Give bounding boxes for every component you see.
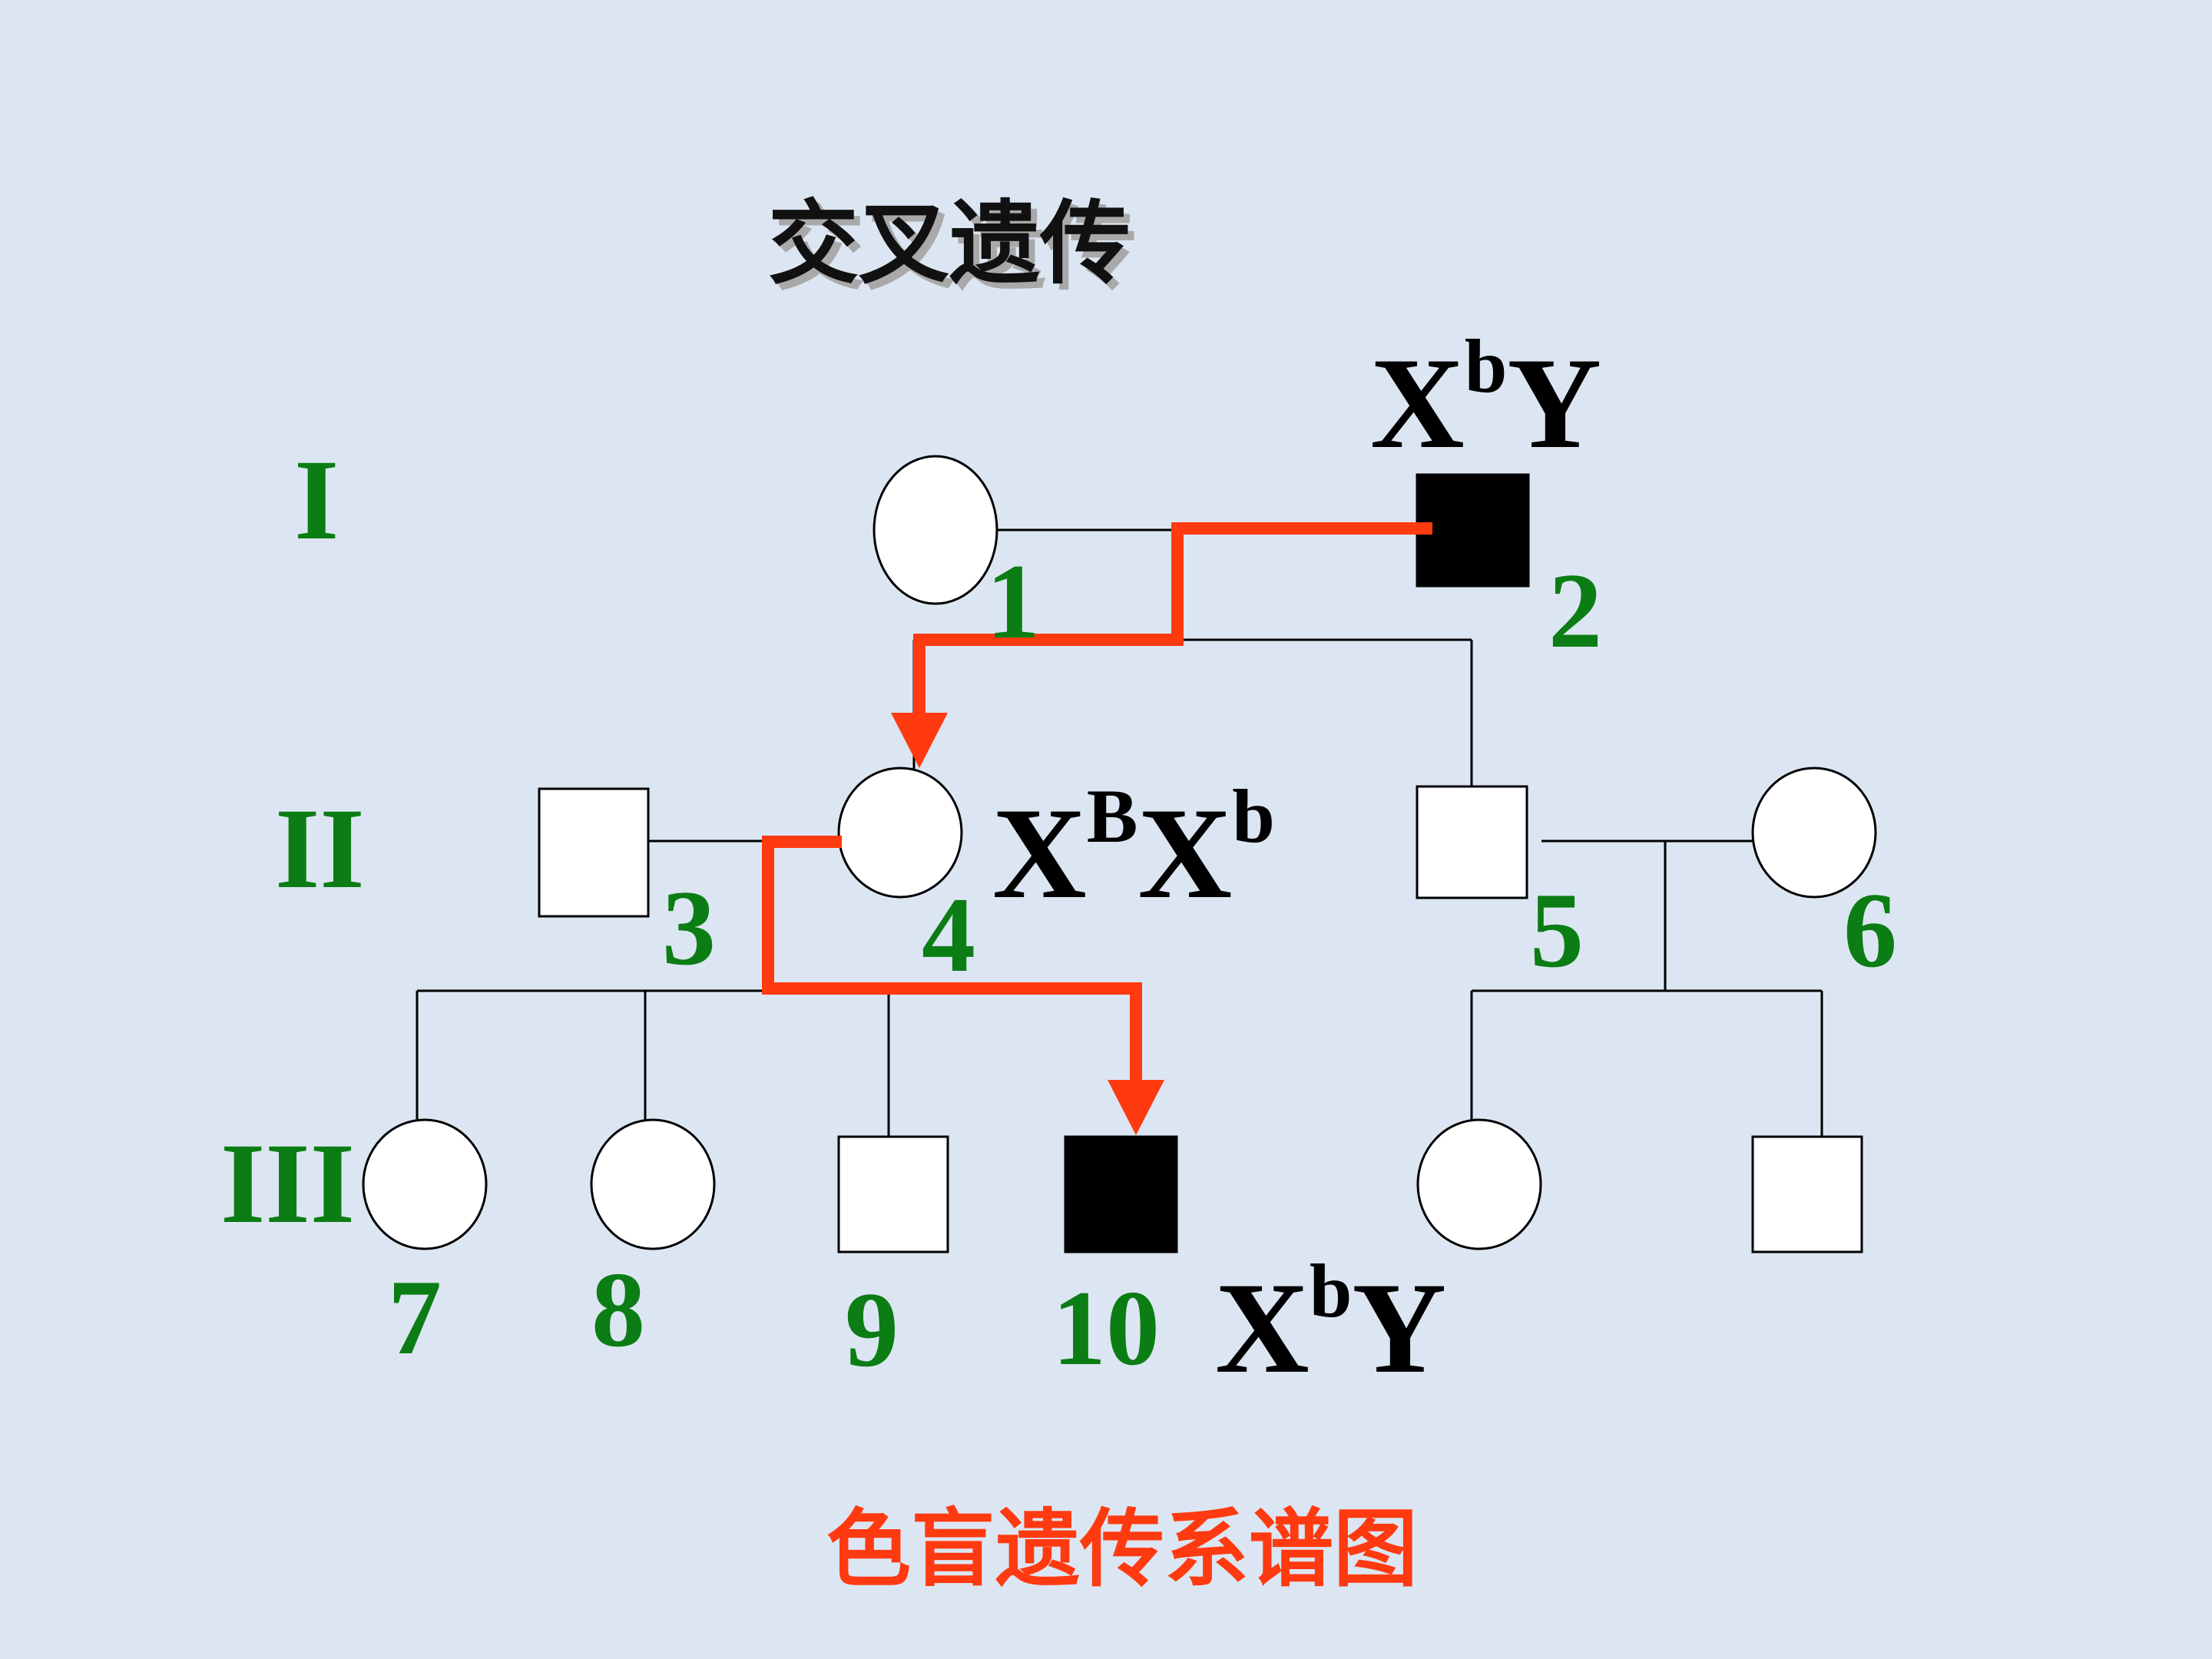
genotype-10-base1: X bbox=[1215, 1256, 1310, 1400]
individual-6-female bbox=[1751, 767, 1877, 899]
arrow-head-to-10 bbox=[1108, 1080, 1164, 1135]
genotype-2-base1: X bbox=[1370, 331, 1465, 475]
genotype-10-base2: Y bbox=[1352, 1256, 1447, 1400]
individual-iii-female-right bbox=[1416, 1118, 1542, 1250]
individual-number-2: 2 bbox=[1548, 551, 1602, 671]
individual-number-8: 8 bbox=[591, 1250, 645, 1369]
genotype-individual-4: XBXb bbox=[992, 778, 1275, 919]
genotype-individual-10: XbY bbox=[1215, 1253, 1446, 1394]
individual-2-male bbox=[1416, 473, 1530, 588]
genotype-4-sup2: b bbox=[1232, 773, 1275, 859]
individual-5-male bbox=[1416, 785, 1528, 899]
individual-number-7: 7 bbox=[388, 1258, 442, 1377]
generation-label-iii: III bbox=[220, 1120, 356, 1247]
genotype-4-base2: X bbox=[1137, 781, 1233, 926]
path-4-to-10 bbox=[762, 836, 1142, 1081]
generation-label-i: I bbox=[294, 436, 339, 564]
genotype-2-base2: Y bbox=[1507, 331, 1602, 475]
arrow-head-to-4 bbox=[891, 713, 948, 768]
individual-10-male bbox=[1064, 1135, 1178, 1253]
individual-7-female bbox=[362, 1118, 488, 1250]
genotype-individual-2: XbY bbox=[1370, 328, 1601, 469]
individual-number-10: 10 bbox=[1052, 1269, 1160, 1388]
individual-3-male bbox=[538, 787, 650, 918]
genotype-2-sup1: b bbox=[1464, 323, 1508, 409]
pedigree-individuals bbox=[362, 455, 1877, 1253]
path-2-to-4 bbox=[913, 522, 1432, 714]
individual-4-female bbox=[837, 767, 963, 899]
individual-number-1: 1 bbox=[986, 542, 1040, 661]
individual-iii-male-right bbox=[1751, 1135, 1863, 1253]
individual-8-female bbox=[590, 1118, 716, 1250]
genotype-4-base1: X bbox=[992, 781, 1087, 926]
diagram-caption: 色盲遗传系谱图 bbox=[826, 1500, 1418, 1598]
genotype-4-sup1: B bbox=[1086, 773, 1138, 859]
individual-1-female bbox=[873, 455, 998, 605]
genotype-10-sup1: b bbox=[1309, 1248, 1353, 1333]
individual-number-5: 5 bbox=[1530, 871, 1584, 990]
individual-number-9: 9 bbox=[845, 1270, 899, 1389]
individual-number-6: 6 bbox=[1843, 871, 1897, 990]
individual-9-male bbox=[837, 1135, 949, 1253]
generation-label-ii: II bbox=[275, 785, 365, 912]
page-title: 交叉遗传 bbox=[768, 190, 1131, 296]
individual-number-4: 4 bbox=[922, 876, 975, 995]
individual-number-3: 3 bbox=[662, 869, 716, 988]
inheritance-path bbox=[762, 522, 1432, 1135]
